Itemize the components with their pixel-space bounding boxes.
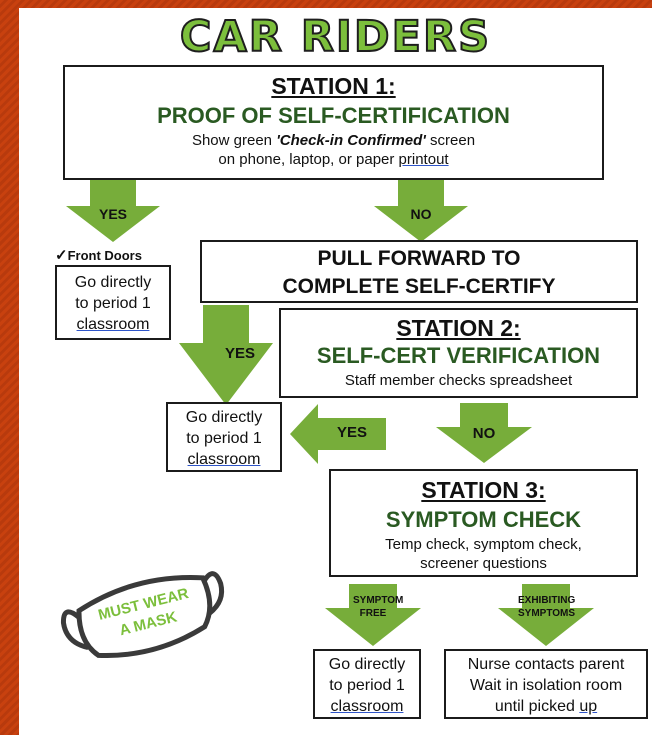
- yes-arrow-3: YES: [290, 404, 386, 464]
- station-1-text-post: screen: [425, 132, 476, 149]
- no-arrow-1: NO: [374, 180, 468, 242]
- station-1-heading: STATION 1:: [271, 73, 396, 99]
- nurse-line-3: until picked up: [446, 696, 646, 717]
- arrow-down-icon: [325, 584, 421, 646]
- arrow-down-icon: [374, 180, 468, 242]
- go-box-2-line-1: Go directly: [185, 409, 263, 426]
- station-1-instructions: Show green 'Check-in Confirmed' screen o…: [65, 131, 602, 169]
- station-1-text-line2: on phone, laptop, or paper: [218, 151, 399, 168]
- arrow-down-icon: [179, 305, 273, 405]
- front-doors-text: Front Doors: [67, 248, 142, 263]
- checkmark-icon: ✓: [55, 247, 68, 264]
- station-1-box: STATION 1: PROOF OF SELF-CERTIFICATION S…: [63, 65, 604, 180]
- station-1-text-pre: Show green: [191, 132, 277, 149]
- symptom-free-arrow: SYMPTOM FREE: [325, 584, 421, 646]
- go-box-1-line-1: Go directly: [74, 274, 152, 291]
- go-box-3-line-3: classroom: [330, 698, 404, 715]
- station-1-subheading: PROOF OF SELF-CERTIFICATION: [157, 103, 510, 128]
- nurse-contacts-box: Nurse contacts parent Wait in isolation …: [444, 649, 648, 719]
- front-doors-label: ✓Front Doors: [55, 246, 142, 264]
- go-box-1-line-3: classroom: [76, 316, 150, 333]
- flowchart-page: CAR RIDERS STATION 1: PROOF OF SELF-CERT…: [19, 8, 652, 735]
- nurse-line-1: Nurse contacts parent: [467, 656, 625, 673]
- pull-forward-box: PULL FORWARD TO COMPLETE SELF-CERTIFY: [200, 240, 638, 303]
- check-in-confirmed-label: 'Check-in Confirmed': [276, 132, 426, 149]
- go-box-1-line-2: to period 1: [75, 295, 151, 312]
- go-box-2-line-3: classroom: [187, 451, 261, 468]
- pull-forward-line-1: PULL FORWARD TO: [317, 247, 521, 270]
- arrow-down-icon: [498, 584, 594, 646]
- station-3-subheading: SYMPTOM CHECK: [385, 507, 582, 532]
- go-directly-box-2: Go directly to period 1 classroom: [166, 402, 282, 472]
- no-label-1: NO: [410, 206, 432, 222]
- station-2-box: STATION 2: SELF-CERT VERIFICATION Staff …: [279, 308, 638, 398]
- printout-link[interactable]: printout: [398, 151, 449, 168]
- go-box-3-line-1: Go directly: [328, 656, 406, 673]
- yes-label-2: YES: [224, 345, 255, 362]
- exhibiting-symptoms-arrow: EXHIBITING SYMPTOMS: [498, 584, 594, 646]
- no-label-2: NO: [472, 425, 496, 442]
- page-title: CAR RIDERS: [179, 11, 492, 63]
- exhibiting-symptoms-label: EXHIBITING SYMPTOMS: [518, 595, 576, 619]
- arrow-down-icon: [436, 403, 532, 463]
- yes-label-1: YES: [98, 206, 127, 222]
- station-3-line-1: Temp check, symptom check,: [385, 536, 582, 553]
- mask-graphic: MUST WEAR A MASK: [59, 563, 229, 658]
- yes-arrow-2: YES: [179, 305, 273, 405]
- yes-arrow-1: YES: [66, 180, 160, 242]
- nurse-line-2: Wait in isolation room: [469, 677, 623, 694]
- pull-forward-line-2: COMPLETE SELF-CERTIFY: [282, 275, 556, 298]
- no-arrow-2: NO: [436, 403, 532, 463]
- go-box-2-line-2: to period 1: [186, 430, 262, 447]
- station-3-line-2: screener questions: [420, 555, 547, 572]
- go-directly-box-3: Go directly to period 1 classroom: [313, 649, 421, 719]
- go-directly-box-1: Go directly to period 1 classroom: [55, 265, 171, 340]
- station-2-text: Staff member checks spreadsheet: [344, 372, 573, 389]
- picked-up-link: up: [579, 698, 598, 715]
- station-2-subheading: SELF-CERT VERIFICATION: [316, 343, 601, 368]
- station-3-heading: STATION 3:: [421, 477, 546, 503]
- station-3-box: STATION 3: SYMPTOM CHECK Temp check, sym…: [329, 469, 638, 577]
- arrow-down-icon: [66, 180, 160, 242]
- symptom-free-label: SYMPTOM FREE: [353, 595, 404, 619]
- face-mask-icon: MUST WEAR A MASK: [60, 571, 225, 658]
- station-2-heading: STATION 2:: [396, 315, 521, 341]
- arrow-left-icon: [290, 404, 386, 464]
- yes-label-3: YES: [336, 424, 367, 441]
- nurse-line-3-pre: until picked: [494, 698, 580, 715]
- go-box-3-line-2: to period 1: [329, 677, 405, 694]
